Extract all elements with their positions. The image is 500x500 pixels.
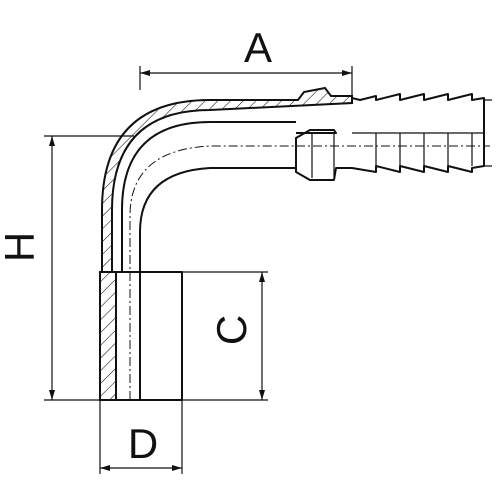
- dimension-label-h: H: [0, 232, 43, 262]
- dimension-label-a: A: [244, 24, 272, 71]
- stem-bore-lines: [311, 132, 484, 178]
- ferrule-wall-section: [99, 271, 117, 401]
- inner-bend: [121, 121, 296, 272]
- barbed-stem: [295, 93, 485, 181]
- dimension-label-d: D: [128, 420, 158, 467]
- dimension-label-c: C: [208, 315, 255, 345]
- bore-center-line: [129, 145, 490, 400]
- inner-bore: [139, 167, 296, 272]
- fitting-body: [99, 86, 490, 401]
- dimension-labels: A H C D: [0, 24, 272, 467]
- dimension-lines: [44, 66, 492, 474]
- elbow-wall-section: [101, 86, 353, 273]
